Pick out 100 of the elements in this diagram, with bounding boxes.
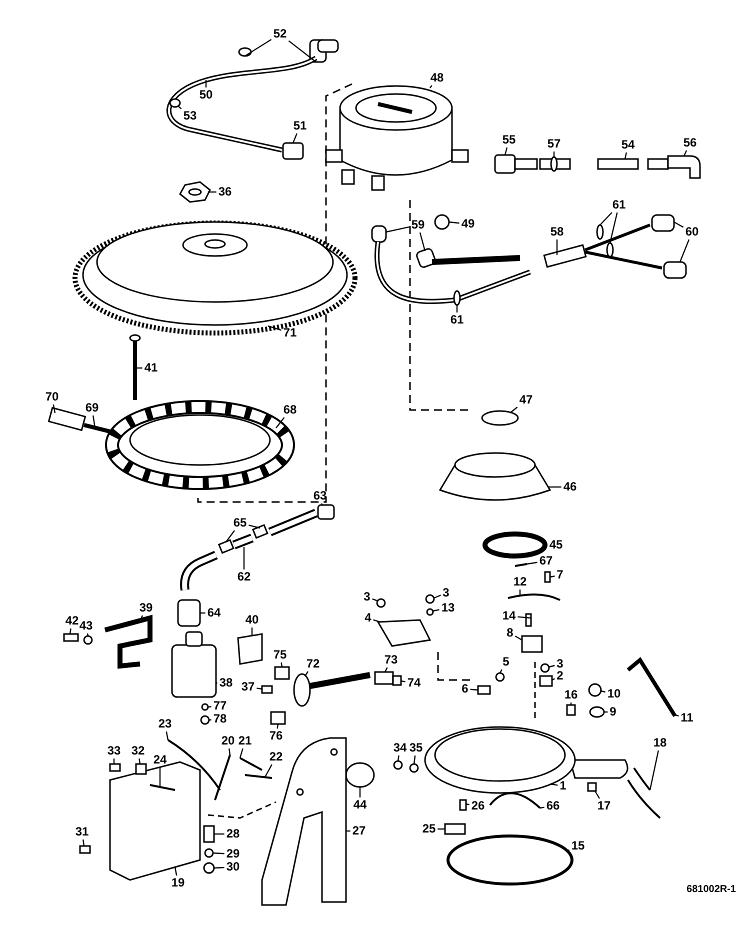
callout-number: 9: [608, 706, 618, 718]
callout-number: 18: [652, 736, 668, 750]
nut: [409, 763, 419, 773]
leader-line: [69, 628, 72, 634]
wire: [508, 593, 560, 601]
callout-number: 28: [225, 828, 241, 840]
callout-number: 59: [410, 218, 426, 232]
spring: [489, 792, 541, 809]
leader-line: [276, 417, 285, 428]
callout-number: 25: [421, 822, 437, 836]
grommet: [589, 706, 605, 718]
leader-line: [52, 404, 56, 414]
leader-line: [548, 486, 562, 488]
screw: [525, 613, 532, 627]
leader-line: [346, 830, 350, 832]
screw: [566, 704, 576, 716]
leader-line: [208, 706, 212, 708]
leader-line: [208, 191, 216, 193]
bolt: [129, 334, 141, 400]
leader-line: [566, 849, 570, 852]
leader-line: [466, 803, 470, 806]
cap: [317, 504, 335, 520]
leader-line: [159, 768, 161, 787]
leader-line: [526, 562, 538, 565]
callout-number: 71: [282, 326, 298, 340]
wire: [597, 158, 639, 170]
callout-number: 70: [44, 390, 60, 404]
callout-number: 77: [212, 700, 228, 712]
callout-number: 48: [429, 72, 445, 84]
leader-line: [550, 576, 555, 578]
bracket: [376, 619, 432, 647]
wire: [240, 757, 262, 771]
grommet: [539, 156, 571, 172]
callout-number: 41: [143, 362, 159, 374]
leader-line: [570, 702, 572, 705]
cap: [325, 85, 469, 191]
leader-line: [244, 39, 272, 56]
callout-number: 26: [470, 800, 486, 812]
leader-line: [86, 633, 89, 636]
sleeve: [252, 524, 268, 539]
callout-number: 68: [282, 404, 298, 416]
solenoid: [345, 762, 375, 788]
leader-line: [499, 669, 502, 674]
callout-number: 63: [312, 490, 328, 502]
callout-number: 29: [225, 848, 241, 860]
boot: [647, 155, 701, 179]
screw: [109, 763, 121, 772]
spacer: [539, 675, 553, 687]
rotor: [439, 452, 551, 501]
screw: [495, 672, 505, 682]
callout-number: 14: [501, 610, 517, 622]
leader-line: [556, 240, 558, 255]
callout-number: 66: [545, 800, 561, 812]
leader-line: [268, 325, 282, 331]
callout-number: 38: [218, 676, 234, 690]
callout-number: 6: [460, 682, 470, 696]
leader-line: [413, 755, 416, 764]
callout-number: 27: [351, 824, 367, 838]
callout-number: 3: [362, 590, 372, 604]
callout-number: 54: [620, 138, 636, 152]
stator: [105, 400, 295, 490]
leader-line: [200, 612, 206, 614]
leader-line: [137, 367, 142, 369]
sleeve: [218, 539, 234, 554]
leader-line: [600, 690, 606, 693]
leader-line: [256, 688, 262, 690]
callout-number: 31: [74, 826, 90, 838]
screw: [261, 685, 273, 694]
callout-number: 7: [556, 568, 564, 582]
leader-line: [456, 305, 458, 312]
terminal: [392, 675, 402, 686]
leader-line: [540, 806, 544, 809]
clip: [444, 823, 466, 835]
leader-line: [683, 150, 688, 156]
leader-line: [438, 828, 445, 830]
callout-number: 39: [138, 602, 154, 614]
callout-number: 8: [506, 626, 514, 640]
callout-number: 34: [392, 742, 408, 754]
callout-number: 2: [556, 670, 564, 682]
callout-number: 11: [680, 712, 694, 724]
callout-number: 64: [206, 606, 222, 620]
boot: [651, 214, 675, 232]
clip: [477, 685, 491, 695]
bolt: [203, 825, 215, 843]
callout-number: 24: [152, 754, 168, 766]
nut: [179, 181, 211, 203]
leader-line: [372, 598, 378, 602]
leader-line: [113, 758, 115, 764]
leader-line: [214, 866, 224, 869]
leader-line: [515, 636, 522, 641]
filter: [171, 631, 217, 698]
leader-line: [384, 667, 388, 672]
leader-line: [519, 590, 521, 595]
leader-line: [239, 748, 244, 758]
callout-number: 32: [130, 744, 146, 758]
callout-number: 42: [64, 614, 80, 628]
ring: [481, 410, 519, 426]
callout-number: 3: [442, 586, 450, 600]
clip: [587, 782, 597, 792]
leader-line: [518, 616, 532, 619]
